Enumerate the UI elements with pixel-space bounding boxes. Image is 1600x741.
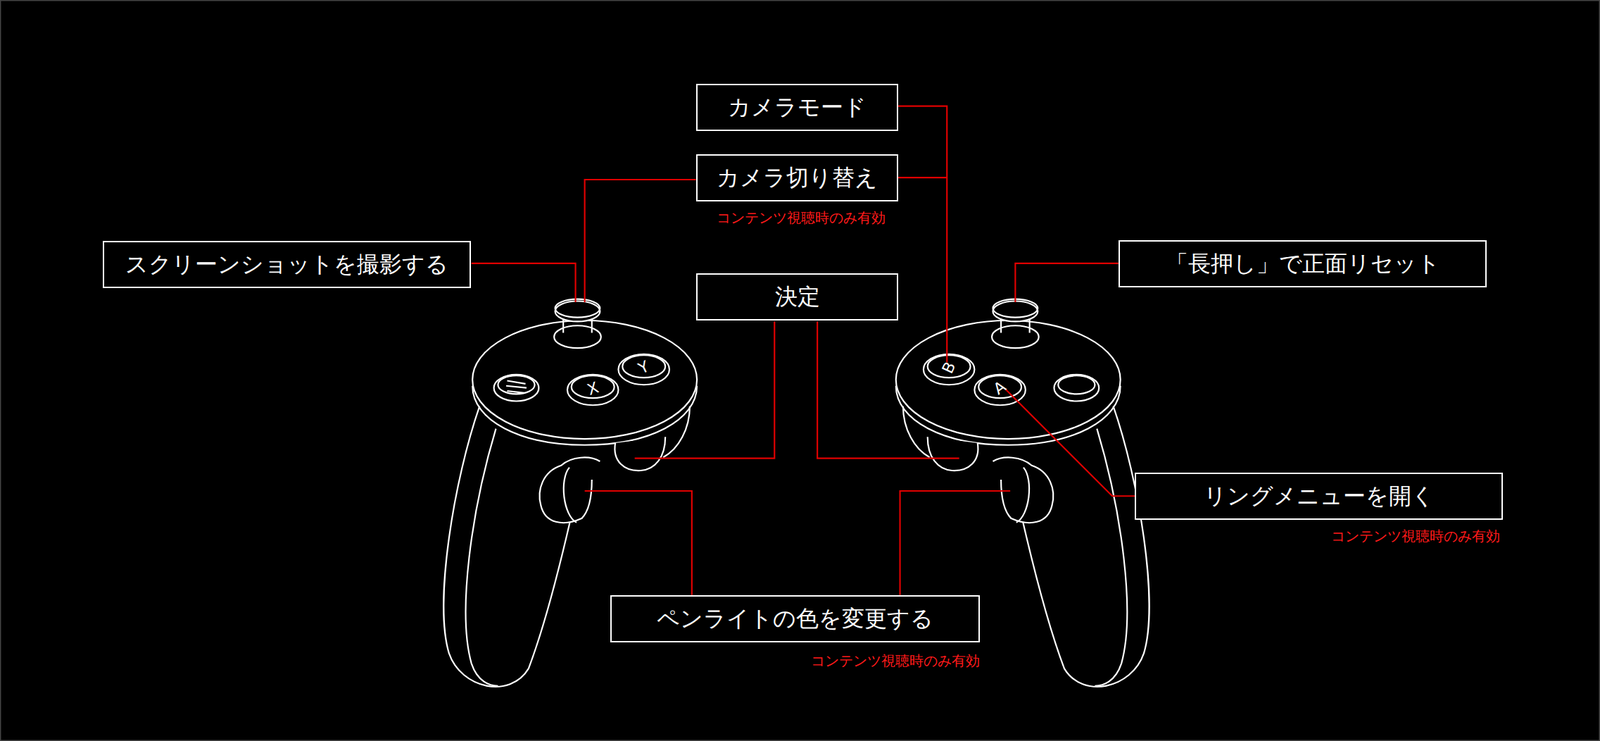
function-label: 決定: [696, 273, 899, 321]
label-text: カメラ切り替え: [716, 164, 878, 191]
label-text: 「長押し」で正面リセット: [1165, 249, 1441, 277]
label-text: カメラモード: [727, 93, 867, 121]
button-letter: A: [990, 377, 1010, 399]
menu-icon: [506, 380, 527, 393]
label-text: スクリーンショットを撮影する: [125, 250, 449, 278]
availability-note: コンテンツ視聴時のみ有効: [716, 209, 886, 226]
button-letter: B: [938, 358, 960, 377]
availability-note: コンテンツ視聴時のみ有効: [810, 651, 980, 669]
function-label: ペンライトの色を変更する: [610, 594, 980, 642]
leader-lines: [471, 106, 1135, 595]
label-text: リングメニューを開く: [1203, 482, 1435, 509]
function-label: 「長押し」で正面リセット: [1118, 240, 1487, 288]
function-label: リングメニューを開く: [1134, 472, 1503, 520]
availability-note: コンテンツ視聴時のみ有効: [1331, 527, 1501, 545]
button-letter: X: [584, 378, 602, 400]
function-label: カメラモード: [696, 83, 899, 131]
label-text: ペンライトの色を変更する: [656, 604, 934, 632]
button-letter: Y: [635, 356, 652, 379]
function-label: カメラ切り替え: [696, 154, 899, 202]
function-label: スクリーンショットを撮影する: [102, 240, 471, 288]
label-text: 決定: [775, 282, 821, 310]
